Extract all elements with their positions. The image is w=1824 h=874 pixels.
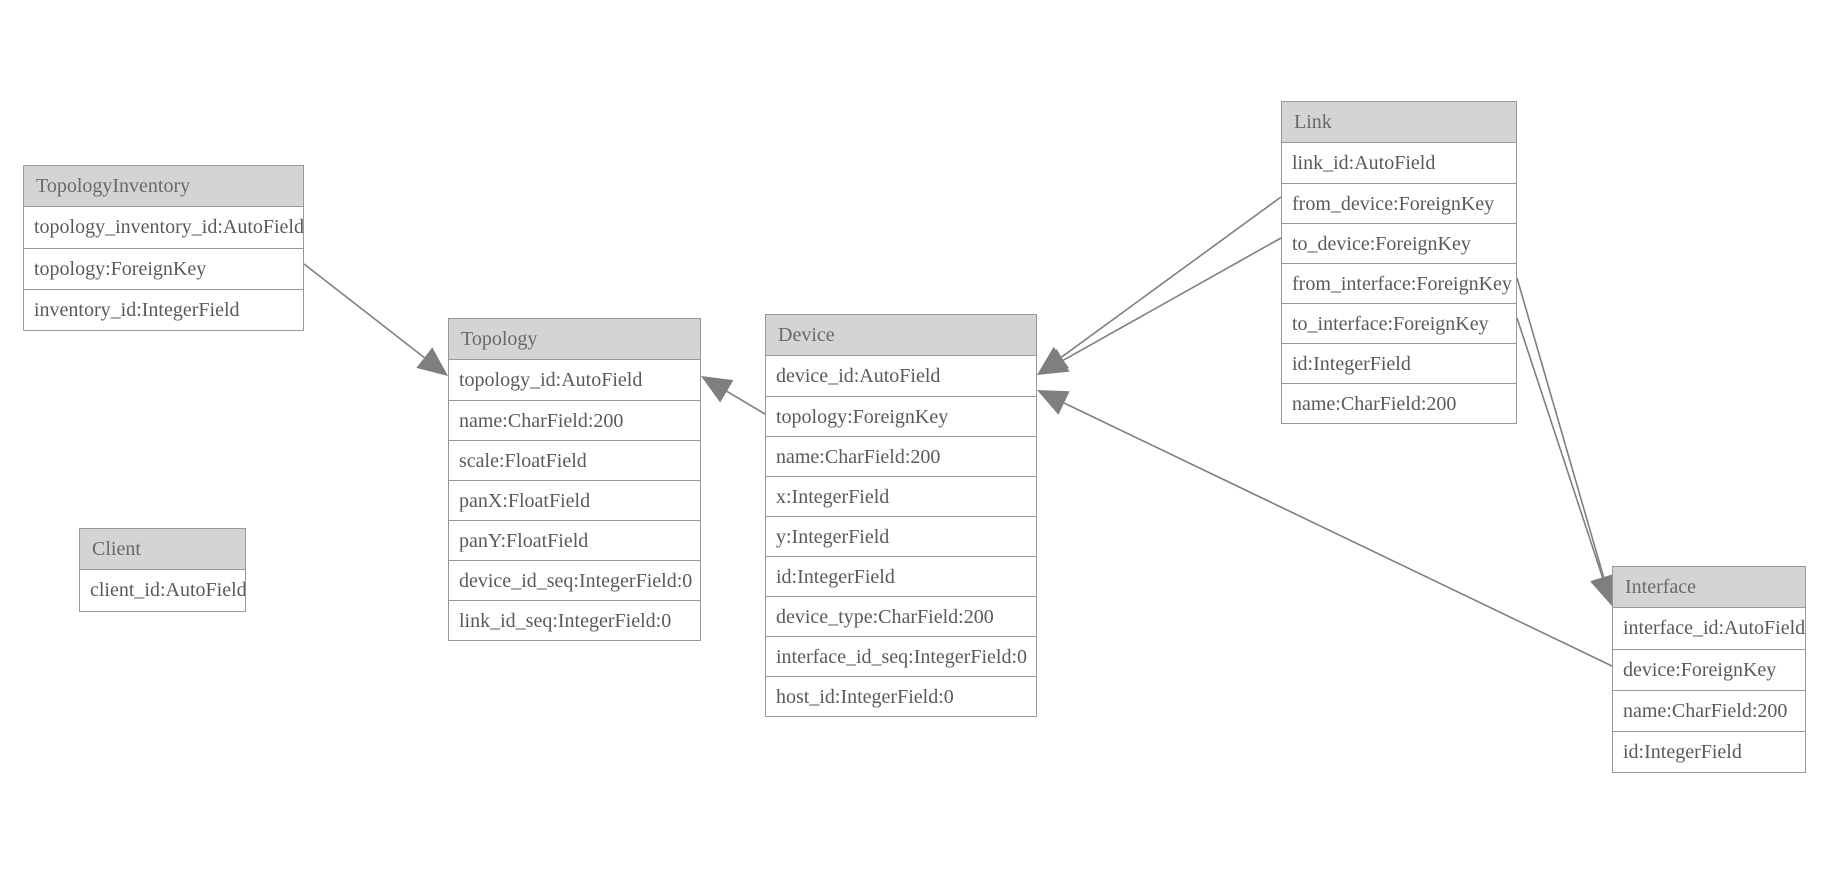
entity-field[interactable]: interface_id_seq:IntegerField:0 — [766, 636, 1036, 676]
entity-field-list-client: client_id:AutoField — [80, 570, 245, 611]
entity-field[interactable]: panX:FloatField — [449, 480, 700, 520]
relation-link-to_interface — [1516, 317, 1615, 606]
entity-title-link: Link — [1282, 102, 1516, 143]
relation-device-topology — [701, 376, 766, 415]
entity-field[interactable]: interface_id:AutoField — [1613, 608, 1805, 649]
entity-field[interactable]: from_device:ForeignKey — [1282, 183, 1516, 223]
relation-link-to_device — [1037, 237, 1282, 375]
entity-field[interactable]: id:IntegerField — [766, 556, 1036, 596]
entity-field[interactable]: client_id:AutoField — [80, 570, 245, 611]
relation-arrowhead — [1037, 346, 1069, 375]
relation-link-from_interface — [1516, 277, 1617, 606]
entity-field[interactable]: host_id:IntegerField:0 — [766, 676, 1036, 716]
relation-line — [1060, 196, 1282, 358]
entity-title-topology_inventory: TopologyInventory — [24, 166, 303, 207]
relation-line — [1516, 317, 1604, 578]
relation-line — [1062, 237, 1282, 362]
entity-field[interactable]: name:CharField:200 — [766, 436, 1036, 476]
entity-field[interactable]: topology:ForeignKey — [766, 396, 1036, 436]
relation-arrowhead — [416, 347, 448, 376]
entity-field[interactable]: from_interface:ForeignKey — [1282, 263, 1516, 303]
entity-field[interactable]: to_device:ForeignKey — [1282, 223, 1516, 263]
entity-title-client: Client — [80, 529, 245, 570]
entity-field[interactable]: id:IntegerField — [1613, 731, 1805, 772]
entity-field[interactable]: name:CharField:200 — [1282, 383, 1516, 423]
entity-field[interactable]: x:IntegerField — [766, 476, 1036, 516]
entity-field[interactable]: device_type:CharField:200 — [766, 596, 1036, 636]
entity-field[interactable]: device_id:AutoField — [766, 356, 1036, 396]
relation-arrowhead — [1037, 348, 1070, 375]
entity-field[interactable]: scale:FloatField — [449, 440, 700, 480]
entity-field[interactable]: inventory_id:IntegerField — [24, 289, 303, 330]
entity-field[interactable]: device_id_seq:IntegerField:0 — [449, 560, 700, 600]
entity-title-device: Device — [766, 315, 1036, 356]
entity-field[interactable]: name:CharField:200 — [449, 400, 700, 440]
relation-arrowhead — [1037, 390, 1070, 415]
entity-field[interactable]: name:CharField:200 — [1613, 690, 1805, 731]
entity-field[interactable]: topology:ForeignKey — [24, 248, 303, 289]
relation-arrowhead — [701, 376, 734, 403]
relation-line — [726, 390, 766, 415]
entity-field[interactable]: panY:FloatField — [449, 520, 700, 560]
entity-field[interactable]: to_interface:ForeignKey — [1282, 303, 1516, 343]
entity-title-interface: Interface — [1613, 567, 1805, 608]
relation-topologyinventory-topology — [303, 263, 448, 376]
relation-line — [303, 263, 425, 359]
relation-link-from_device — [1037, 196, 1282, 375]
entity-field[interactable]: topology_inventory_id:AutoField — [24, 207, 303, 248]
entity-field[interactable]: id:IntegerField — [1282, 343, 1516, 383]
relation-line — [1063, 402, 1613, 667]
relation-line — [1516, 277, 1605, 578]
entity-field[interactable]: link_id:AutoField — [1282, 143, 1516, 183]
entity-field[interactable]: topology_id:AutoField — [449, 360, 700, 400]
entity-field[interactable]: y:IntegerField — [766, 516, 1036, 556]
entity-title-topology: Topology — [449, 319, 700, 360]
relation-interface-device — [1037, 390, 1613, 667]
entity-field[interactable]: device:ForeignKey — [1613, 649, 1805, 690]
entity-field[interactable]: link_id_seq:IntegerField:0 — [449, 600, 700, 640]
